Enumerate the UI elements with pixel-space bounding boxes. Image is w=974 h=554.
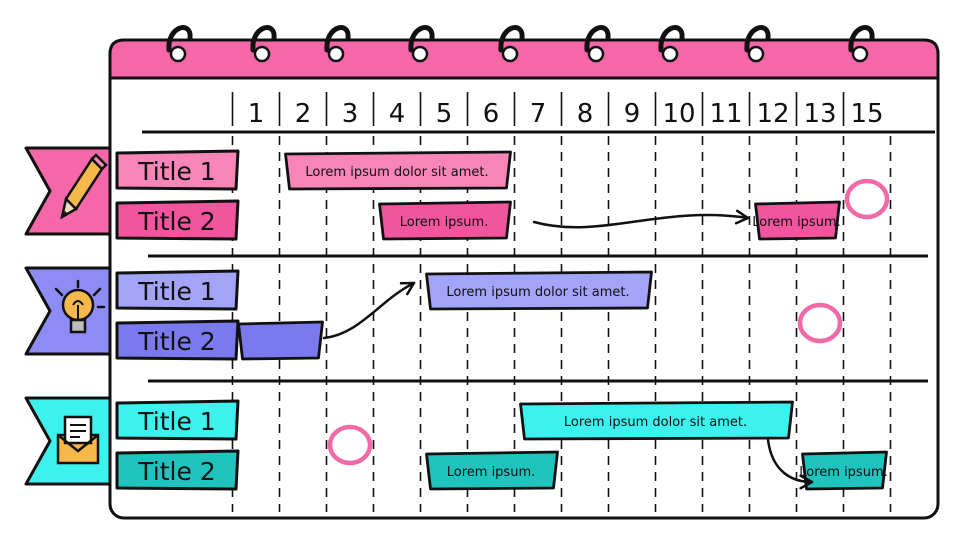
task-bar-label: Lorem ipsum. [752,215,841,230]
row-titles: Title 1 Title 2 Title 1 Title 2 Title 1 Title… [115,149,240,491]
pencil-icon [60,153,108,220]
row-title-text: Title 2 [137,207,215,236]
group-ribbons [24,146,112,486]
row-title: Title 1 [115,399,240,441]
binder-ring [584,25,611,63]
task-bar: Lorem ipsum. [799,450,888,491]
row-title-box [115,449,240,491]
binder-ring [166,25,193,63]
task-bar [237,320,324,361]
task-bar-label: Lorem ipsum. [799,465,888,480]
task-bar-label: Lorem ipsum. [447,465,536,480]
task-bar-shape [378,200,512,241]
row-title-text: Title 1 [137,407,215,436]
binder-ring [848,25,875,63]
group-ribbon [24,396,112,486]
row-title: Title 2 [115,319,240,361]
day-number: 4 [389,99,406,129]
day-gridlines [231,92,892,512]
day-number: 8 [577,99,594,129]
row-title: Title 2 [115,199,240,241]
day-number: 2 [295,99,312,129]
group-ribbon [24,266,112,356]
task-bar: Lorem ipsum. [378,200,512,241]
row-title: Title 1 [115,269,240,311]
row-title-box [115,149,240,191]
group-ribbon [24,146,112,236]
envelope-icon [56,415,100,465]
row-title-box [115,319,240,361]
day-number: 5 [436,99,453,129]
binder-rings [166,25,875,63]
binder-ring [408,25,435,63]
row-title-text: Title 2 [137,457,215,486]
day-number: 15 [850,99,883,129]
day-number: 11 [709,99,742,129]
row-title-box [115,269,240,311]
calendar-header-strip [108,38,940,80]
dependency-arrow [532,209,750,229]
task-bar: Lorem ipsum dolor sit amet. [519,400,794,441]
row-title-text: Title 1 [137,157,215,186]
highlight-circle [844,178,890,220]
task-bar-shape [237,320,324,361]
task-bar-shape [425,270,653,311]
row-title-text: Title 2 [137,327,215,356]
binder-ring [498,25,525,63]
highlight-circle [797,302,843,344]
highlight-circles [327,178,890,466]
task-bar: Lorem ipsum dolor sit amet. [425,270,653,311]
dependency-arrows [322,209,814,490]
task-bar-shape [519,400,794,441]
dependency-arrow [766,438,814,490]
binder-ring [744,25,771,63]
day-number: 6 [483,99,500,129]
row-title-text: Title 1 [137,277,215,306]
task-bar-shape [284,150,512,191]
binder-ring [658,25,685,63]
row-title-box [115,199,240,241]
task-bar-label: Lorem ipsum dolor sit amet. [446,285,629,300]
task-bar-label: Lorem ipsum dolor sit amet. [564,415,747,430]
highlight-circle [327,424,373,466]
day-number: 13 [803,99,836,129]
task-bar-shape [754,200,841,241]
dependency-arrow [322,281,416,340]
day-number: 9 [624,99,641,129]
row-title: Title 2 [115,449,240,491]
task-bars: Lorem ipsum dolor sit amet. Lorem ipsum. L… [237,150,888,491]
task-bar: Lorem ipsum. [752,200,841,241]
day-number: 12 [756,99,789,129]
binder-ring [324,25,351,63]
task-bar: Lorem ipsum dolor sit amet. [284,150,512,191]
row-title: Title 1 [115,149,240,191]
day-number: 10 [662,99,695,129]
day-number: 3 [342,99,359,129]
binder-ring [250,25,277,63]
task-bar: Lorem ipsum. [425,450,559,491]
day-number: 1 [248,99,265,129]
lightbulb-icon [54,279,106,334]
day-number: 7 [530,99,547,129]
group-separators [148,254,928,383]
row-title-box [115,399,240,441]
task-bar-label: Lorem ipsum. [400,215,489,230]
task-bar-label: Lorem ipsum dolor sit amet. [305,165,488,180]
task-bar-shape [425,450,559,491]
